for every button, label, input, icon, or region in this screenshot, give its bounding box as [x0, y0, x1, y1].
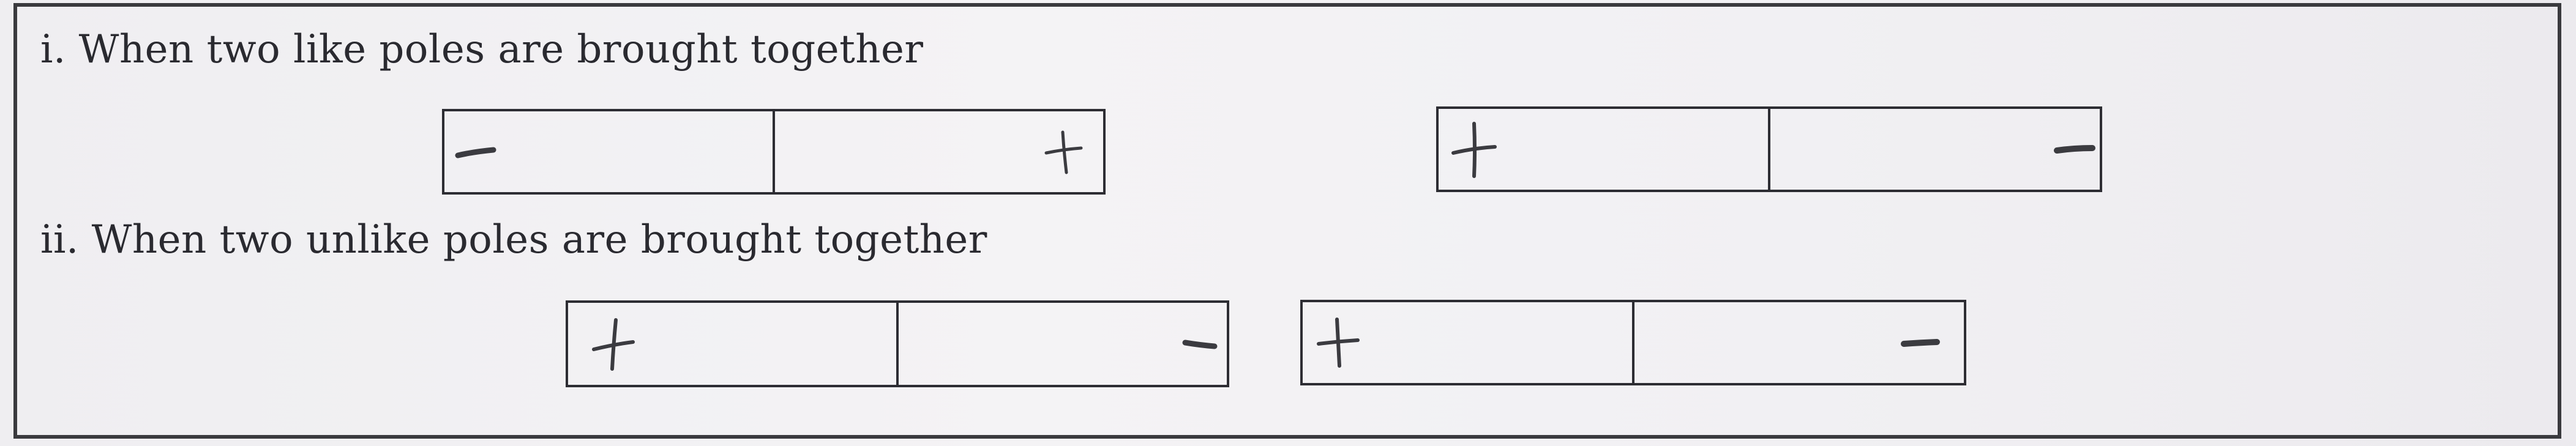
- plus-sign-mark: [1315, 302, 1361, 383]
- minus-sign-mark: [1181, 303, 1218, 385]
- magnet-2a: [566, 300, 1229, 387]
- magnet-2b-right-pole: [1634, 302, 1964, 383]
- magnet-2b: [1300, 300, 1966, 385]
- minus-sign-mark: [1900, 302, 1941, 383]
- magnet-2a-right-pole: [899, 303, 1227, 385]
- minus-sign-mark: [2053, 109, 2096, 190]
- magnet-1a-left-pole: [444, 111, 775, 192]
- plus-sign-mark: [1043, 111, 1086, 192]
- magnet-1b-right-pole: [1770, 109, 2100, 190]
- magnet-1a-right-pole: [775, 111, 1103, 192]
- question-ii-text: ii. When two unlike poles are brought to…: [40, 217, 987, 262]
- answer-frame: [13, 3, 2561, 439]
- minus-sign-mark: [455, 111, 498, 192]
- plus-sign-mark: [590, 303, 637, 385]
- magnet-1a: [442, 109, 1106, 195]
- question-i-text: i. When two like poles are brought toget…: [40, 27, 924, 72]
- magnet-2b-left-pole: [1303, 302, 1634, 383]
- magnet-1b-left-pole: [1439, 109, 1770, 190]
- magnet-1b: [1436, 106, 2102, 192]
- magnet-2a-left-pole: [568, 303, 899, 385]
- plus-sign-mark: [1450, 109, 1499, 190]
